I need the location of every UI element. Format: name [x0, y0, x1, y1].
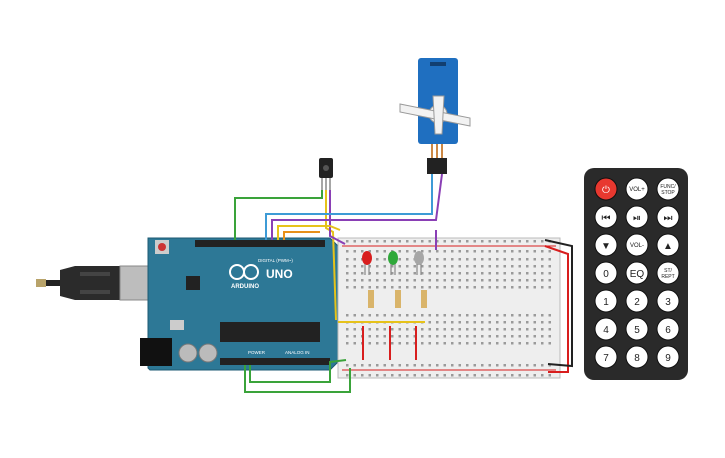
wire-green-5v — [249, 359, 347, 383]
arduino-uno-board[interactable]: ARDUINO UNO DIGITAL (PWM~) POWER ANALOG … — [140, 237, 341, 371]
remote-button-4[interactable]: 4 — [594, 317, 618, 341]
wire-green-ir — [234, 190, 323, 240]
remote-previous-button[interactable]: ⏮ — [594, 205, 618, 229]
resistor-1 — [368, 290, 374, 308]
remote-button-6[interactable]: 6 — [656, 317, 680, 341]
remote-next-button[interactable]: ⏭ — [656, 205, 680, 229]
remote-button-0[interactable]: 0 — [594, 261, 618, 285]
remote-button-label: 3 — [665, 297, 671, 308]
servo-motor[interactable] — [399, 58, 471, 174]
remote-up-button[interactable]: ▲ — [656, 233, 680, 257]
remote-button-label: 8 — [634, 353, 640, 364]
remote-button-label: FUNC/ — [660, 184, 676, 190]
remote-button-label: VOL+ — [629, 187, 645, 193]
remote-button-9[interactable]: 9 — [656, 345, 680, 369]
wire-purple-ir — [329, 190, 346, 245]
remote-button-5[interactable]: 5 — [625, 317, 649, 341]
remote-button-label: 9 — [665, 353, 671, 364]
remote-button-2[interactable]: 2 — [625, 289, 649, 313]
remote-button-3[interactable]: 3 — [656, 289, 680, 313]
remote-button-label: 2 — [634, 297, 640, 308]
remote-button-label: REPT — [661, 274, 674, 280]
remote-button-label: 7 — [603, 353, 609, 364]
remote-button-label: ST/ — [664, 268, 672, 274]
remote-power-button[interactable]: ⏻ — [594, 177, 618, 201]
remote-down-button[interactable]: ▼ — [594, 233, 618, 257]
arduino-brand-text: ARDUINO — [231, 284, 259, 290]
wire-green-gnd — [244, 365, 351, 393]
remote-button-label: 1 — [603, 297, 609, 308]
remote-button-7[interactable]: 7 — [594, 345, 618, 369]
wire-red-rail — [544, 245, 569, 373]
remote-button-vol[interactable]: VOL+ — [625, 177, 649, 201]
remote-button-label: 0 — [603, 269, 609, 280]
remote-button-label: 5 — [634, 325, 640, 336]
remote-button-funcstop[interactable]: FUNC/STOP — [656, 177, 680, 201]
remote-button-eq[interactable]: EQ — [625, 261, 649, 285]
resistors — [368, 290, 427, 308]
remote-button-label: VOL- — [630, 243, 644, 249]
wire-purple-servo — [271, 173, 443, 240]
remote-button-vol[interactable]: VOL- — [625, 233, 649, 257]
led-white[interactable] — [414, 251, 424, 275]
resistor-3 — [421, 290, 427, 308]
next-icon: ⏭ — [664, 213, 673, 224]
arduino-digital-header-label: DIGITAL (PWM~) — [258, 258, 293, 263]
remote-button-label: 4 — [603, 325, 609, 336]
play-pause-icon: ⏯ — [633, 213, 641, 224]
wires — [234, 173, 573, 393]
remote-button-label: EQ — [630, 269, 645, 280]
wire-orange-servo — [283, 231, 320, 240]
arduino-model-text: UNO — [266, 267, 293, 281]
usb-cable[interactable] — [36, 265, 155, 301]
wire-yellow-led — [277, 225, 341, 240]
remote-play-pause-button[interactable]: ⏯ — [625, 205, 649, 229]
down-icon: ▼ — [601, 241, 611, 252]
remote-button-strept[interactable]: ST/REPT — [656, 261, 680, 285]
remote-button-1[interactable]: 1 — [594, 289, 618, 313]
ir-receiver[interactable] — [319, 158, 333, 190]
led-green[interactable] — [388, 251, 398, 275]
led-red[interactable] — [362, 251, 372, 275]
breadboard[interactable] — [337, 237, 561, 379]
power-icon: ⏻ — [602, 185, 610, 196]
up-icon: ▲ — [663, 241, 673, 252]
wire-blue-servo — [265, 174, 433, 240]
arduino-power-header-label: POWER — [248, 350, 266, 355]
remote-button-8[interactable]: 8 — [625, 345, 649, 369]
arduino-analog-header-label: ANALOG IN — [285, 350, 310, 355]
wire-black-rail — [544, 239, 573, 368]
leds-group — [362, 251, 424, 275]
ir-remote[interactable]: ⏻ VOL+ FUNC/STOP ⏮ ⏯ ⏭ ▼ VOL- ▲ 0 EQ ST/REPT 1 2 3 4 5 6 7… — [584, 168, 688, 380]
remote-button-label: STOP — [661, 190, 675, 196]
remote-button-label: 6 — [665, 325, 671, 336]
resistor-2 — [395, 290, 401, 308]
previous-icon: ⏮ — [602, 213, 611, 224]
